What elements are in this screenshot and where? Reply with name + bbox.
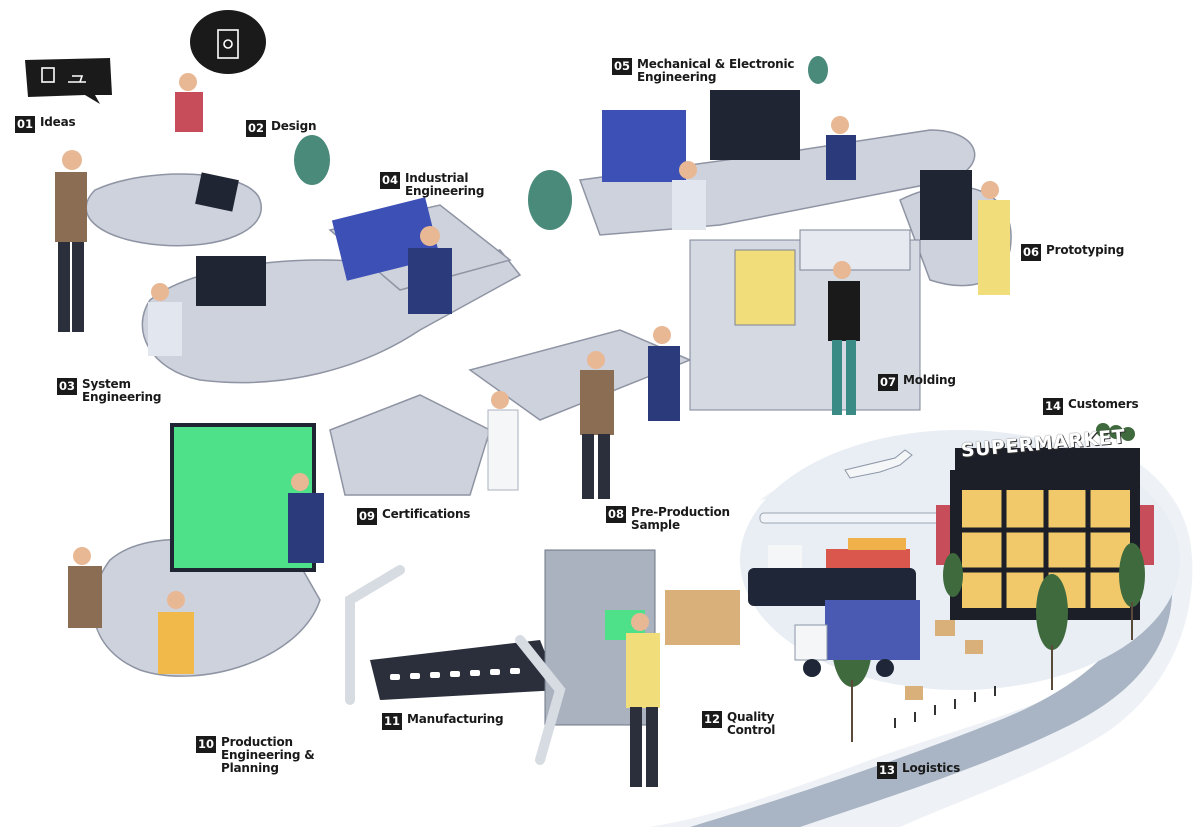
ship-cabin [768,545,802,568]
step-number: 07 [878,374,899,391]
step-label: Molding [903,373,956,387]
supermarket-roof [955,448,1140,474]
3d-printer [920,170,972,240]
mechanical-monitor-1 [602,110,686,182]
step-07-molding: 07 Molding [878,374,956,391]
step-label: Ideas [40,115,76,129]
robot-arm-2 [515,635,566,765]
store-banner-left [936,505,950,565]
robot-arm-1 [345,565,405,705]
ship-containers-2 [848,538,906,550]
step-11-manufacturing: 11 Manufacturing [382,712,504,730]
step-number: 08 [606,506,627,523]
step-number: 14 [1043,398,1064,415]
train [759,512,941,524]
step-label: Logistics [902,761,961,775]
step-06-prototyping: 06 Prototyping [1021,244,1124,261]
system-engineering-monitor [196,256,266,306]
conveyor [370,640,560,700]
step-number: 02 [246,120,267,137]
step-number: 04 [380,172,401,189]
step-label: Customers [1068,397,1139,411]
store-banner-right [1140,505,1154,565]
step-label: Design [271,119,317,133]
step-number: 11 [382,713,403,730]
step-09-certifications: 09 Certifications [357,508,470,525]
step-number: 03 [57,378,78,395]
airplane [844,449,913,479]
cardboard-box [665,590,740,645]
ship-hull [748,568,916,606]
step-number: 01 [15,116,36,133]
ship-containers-1 [826,549,910,568]
step-02-design: 02 Design [246,119,317,137]
step-number: 09 [357,508,378,525]
step-01-ideas: 01 Ideas [15,115,76,133]
step-number: 05 [612,58,633,75]
step-number: 06 [1021,244,1042,261]
ideas-thought-bubble [25,58,112,104]
step-label: Prototyping [1046,243,1125,257]
step-number: 13 [877,762,898,779]
step-label: Manufacturing [407,712,504,726]
step-label: Certifications [382,507,471,521]
step-13-logistics: 13 Logistics [877,762,960,779]
delivery-truck [825,600,920,660]
step-number: 12 [702,711,723,728]
people [55,73,1010,787]
road-lane [690,560,1173,827]
design-thought-bubble [190,10,266,74]
mechanical-monitor-2 [710,90,800,160]
step-14-customers: 14 Customers [1043,397,1139,415]
certifications-desk [329,394,491,496]
step-number: 10 [196,736,217,753]
laptop [195,172,239,212]
